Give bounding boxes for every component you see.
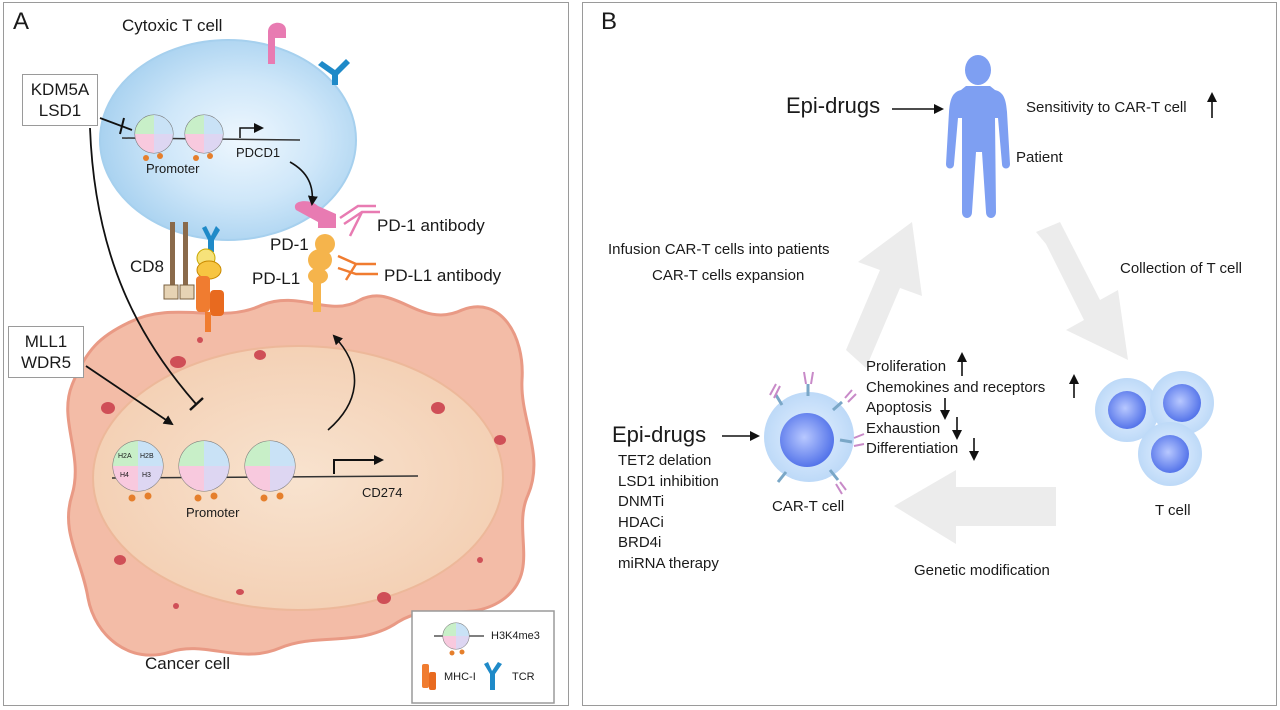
- infusion-arrow: [846, 222, 922, 368]
- wdr5-label: WDR5: [20, 353, 72, 372]
- effect-arrows: [940, 352, 1079, 461]
- histone-h2b-label: H2B: [140, 453, 154, 460]
- epi-drugs-top-label: Epi-drugs: [786, 93, 881, 118]
- drug-list: TET2 delation LSD1 inhibition DNMTi HDAC…: [618, 451, 719, 574]
- pdl1-antibody-label: PD-L1 antibody: [384, 266, 502, 285]
- cancer-nucleus: [92, 345, 504, 611]
- effect-apoptosis: Apoptosis: [866, 399, 932, 416]
- kdm5a-inhibition-bar: [119, 117, 125, 135]
- promoter-top-nucleosomes: [121, 114, 301, 161]
- pd1-label: PD-1: [270, 235, 309, 254]
- t-cell-label: Cytoxic T cell: [122, 16, 223, 35]
- cd274-to-pdl1-arrow: [327, 334, 356, 431]
- effect-exhaustion: Exhaustion: [866, 419, 941, 437]
- car-t-cell-label: CAR-T cell: [772, 498, 845, 515]
- promoter-bottom-nucleosomes: [111, 440, 419, 502]
- promoter-top-label: Promoter: [146, 161, 200, 176]
- panel-b-letter: B: [601, 8, 618, 35]
- tcr-mhc-complex: [196, 226, 224, 332]
- t-cells-cluster: [1095, 371, 1214, 486]
- legend-h3k4me3-label: H3K4me3: [491, 630, 540, 642]
- pd1-receptor: [294, 201, 336, 228]
- drug-item: DNMTi: [618, 493, 665, 510]
- drug-item: BRD4i: [618, 534, 662, 551]
- mll1-label: MLL1: [24, 332, 68, 351]
- histone-h3-label: H3: [142, 472, 151, 479]
- legend-tcr-icon: [484, 662, 502, 690]
- mll1-wdr5-box: MLL1 WDR5: [8, 326, 84, 378]
- tcr-receptor-top: [318, 59, 350, 85]
- t-cell-label-b: T cell: [1155, 502, 1191, 519]
- collection-label: Collection of T cell: [1120, 260, 1243, 277]
- promoter-bottom-label: Promoter: [186, 505, 240, 520]
- cancer-granules: [101, 337, 506, 609]
- infusion-label: Infusion CAR-T cells into patients: [608, 241, 830, 258]
- histone-h2a-label: H2A: [118, 453, 132, 460]
- cd274-label: CD274: [362, 485, 403, 500]
- effects-list: Proliferation Chemokines and receptors A…: [866, 357, 1045, 460]
- legend-nucleosome-icon: [434, 622, 484, 656]
- panel-a-letter: A: [13, 8, 30, 35]
- effect-differentiation: Differentiation: [866, 440, 959, 457]
- drug-item: HDACi: [618, 513, 664, 531]
- cd8-label: CD8: [130, 257, 165, 276]
- histone-h4-label: H4: [120, 472, 129, 479]
- lsd1-label: LSD1: [38, 101, 82, 120]
- pdcd1-label: PDCD1: [236, 145, 281, 160]
- patient-label: Patient: [1016, 149, 1063, 166]
- drug-item: TET2 delation: [618, 452, 712, 469]
- lsd1-inhibition-bar: [189, 397, 204, 411]
- collection-arrow: [1036, 222, 1128, 360]
- drug-item: miRNA therapy: [618, 554, 719, 572]
- panel-b: [582, 2, 1277, 706]
- kdm5a-inhibition-line: [99, 117, 133, 131]
- legend-tcr-label: TCR: [512, 671, 535, 683]
- legend-mhc-label: MHC-I: [444, 671, 476, 683]
- pd1-antibody-label: PD-1 antibody: [377, 216, 485, 235]
- pdl1-antibody-icon: [337, 254, 378, 281]
- mll1-activation-arrow: [85, 365, 174, 426]
- patient-figure: [946, 55, 1010, 218]
- expansion-label: CAR-T cells expansion: [652, 267, 805, 284]
- t-cell-body: [99, 39, 357, 241]
- car-t-cell-icon: [764, 371, 865, 495]
- cancer-cell-label: Cancer cell: [145, 654, 231, 673]
- epi-drugs-left-label: Epi-drugs: [612, 422, 707, 447]
- effect-proliferation: Proliferation: [866, 358, 947, 375]
- drug-item: LSD1 inhibition: [618, 472, 719, 490]
- legend-mhc-icon: [422, 664, 436, 690]
- kdm5a-label: KDM5A: [30, 80, 90, 99]
- pdcd1-to-pd1-arrow: [289, 161, 318, 206]
- genetic-modification-label: Genetic modification: [914, 562, 1050, 579]
- effect-chemokines: Chemokines and receptors: [866, 378, 1046, 396]
- pd1-antibody-icon: [339, 204, 380, 237]
- cd8-coreceptor: [163, 222, 195, 300]
- lsd1-inhibition-line: [89, 127, 197, 405]
- pd1-receptor-top: [268, 22, 286, 64]
- sensitivity-label: Sensitivity to CAR-T cell: [1026, 99, 1187, 116]
- pdl1-ligand: [308, 234, 335, 312]
- pdl1-label: PD-L1: [252, 269, 301, 288]
- modification-arrow: [894, 470, 1056, 544]
- kdm5a-lsd1-box: KDM5A LSD1: [22, 74, 98, 126]
